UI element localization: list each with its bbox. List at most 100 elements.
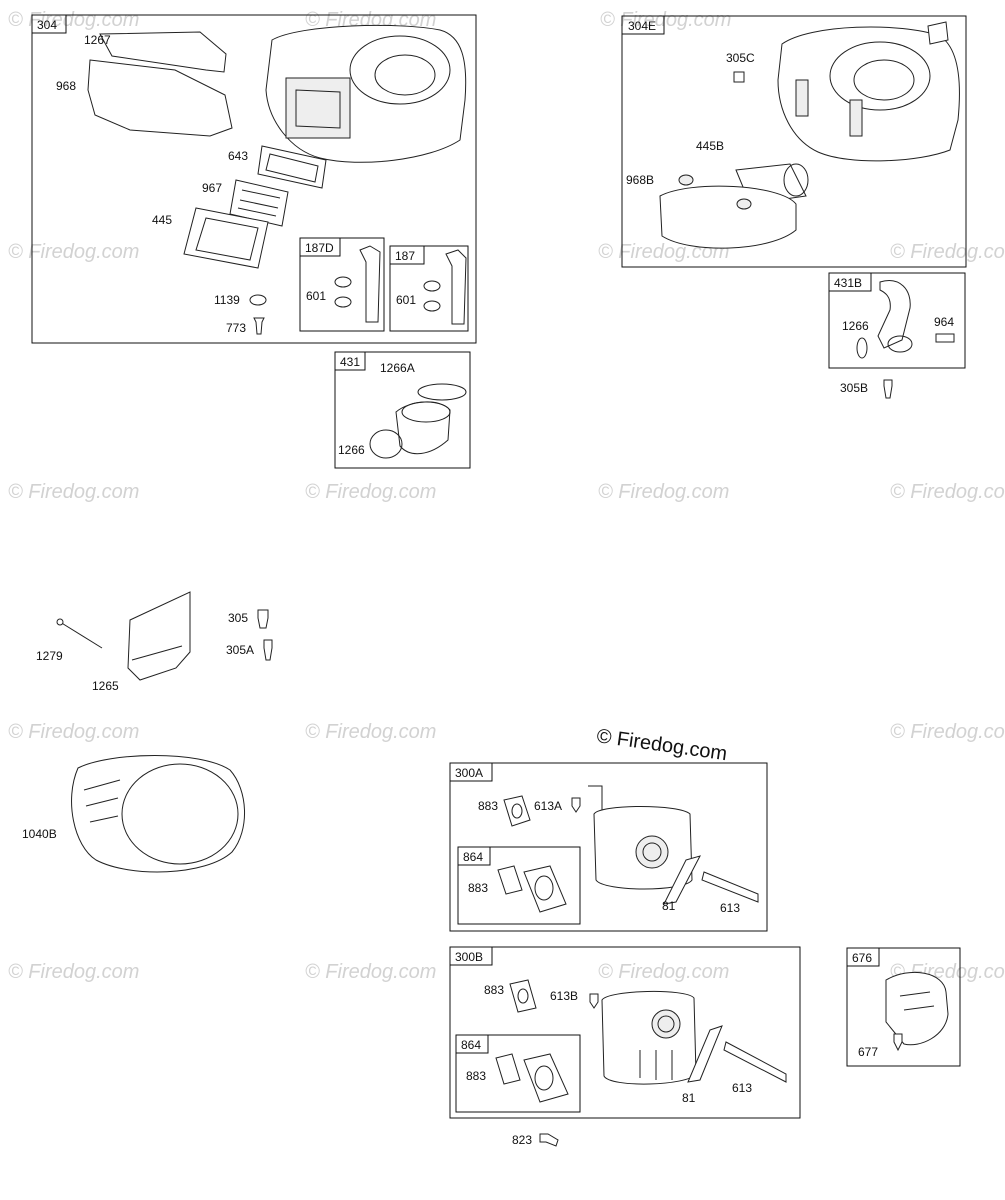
screw-part bbox=[589, 993, 599, 1009]
part-label-1279: 1279 bbox=[36, 649, 63, 663]
group-676: 676 677 bbox=[846, 947, 961, 1067]
part-label-964: 964 bbox=[934, 315, 954, 329]
filter-element-part bbox=[183, 207, 269, 269]
group-box bbox=[457, 846, 581, 925]
breather-tube-part bbox=[445, 249, 467, 325]
group-304: 304 1267 968 643 967 445 1139 773 bbox=[31, 14, 477, 344]
watermark: © Firedog.com bbox=[305, 961, 436, 983]
group-tag: 187 bbox=[395, 249, 415, 263]
baffle-plate-part bbox=[127, 591, 191, 681]
o-ring-part bbox=[856, 337, 868, 359]
breather-tube-part bbox=[359, 245, 381, 323]
group-tag: 864 bbox=[463, 850, 483, 864]
group-tag: 300A bbox=[455, 766, 483, 780]
watermark: © Firedog.com bbox=[305, 481, 436, 503]
group-tag: 304E bbox=[628, 19, 656, 33]
group-box bbox=[334, 351, 471, 469]
group-tag-box bbox=[389, 245, 425, 265]
part-label-883: 883 bbox=[468, 881, 488, 895]
group-tag: 187D bbox=[305, 241, 334, 255]
group-tag-box bbox=[457, 846, 491, 866]
watermark-layer: © Firedog.com © Firedog.com © Firedog.co… bbox=[8, 9, 1005, 983]
housing-window-inner bbox=[295, 89, 341, 129]
group-box bbox=[621, 15, 967, 268]
part-label-601: 601 bbox=[306, 289, 326, 303]
part-label-883: 883 bbox=[466, 1069, 486, 1083]
part-label-613A: 613A bbox=[534, 799, 562, 813]
gasket-part bbox=[497, 865, 523, 895]
watermark: © Firedog.com bbox=[598, 481, 729, 503]
group-300A: 300A 883 613A 81 613 864 883 bbox=[449, 762, 768, 932]
part-label-677: 677 bbox=[858, 1045, 878, 1059]
part-label-823: 823 bbox=[512, 1133, 532, 1147]
group-864: 864 883 bbox=[457, 846, 581, 925]
filter-element-inner bbox=[195, 217, 259, 261]
part-label-305: 305 bbox=[228, 611, 248, 625]
rod-end bbox=[56, 618, 64, 626]
knob-part bbox=[736, 198, 752, 210]
air-cleaner-cover-part bbox=[659, 185, 797, 249]
clamp-part bbox=[334, 276, 352, 288]
clamp-part bbox=[423, 280, 441, 292]
baffle-assembly: 1279 1265 305 305A bbox=[36, 591, 273, 693]
part-643 bbox=[257, 145, 327, 189]
group-300B: 300B 883 613B 81 613 864 883 bbox=[449, 946, 801, 1119]
part-label-1266A: 1266A bbox=[380, 361, 415, 375]
clamp-part bbox=[334, 296, 352, 308]
strap-part bbox=[663, 855, 701, 905]
part-label-81: 81 bbox=[682, 1091, 696, 1105]
filter-cartridge-end bbox=[783, 163, 809, 197]
decal-lines bbox=[237, 189, 281, 217]
housing-opening bbox=[829, 41, 931, 111]
washer-part bbox=[249, 294, 267, 306]
long-bolt-part bbox=[723, 1041, 787, 1083]
part-label-613: 613 bbox=[732, 1081, 752, 1095]
group-tag-box bbox=[334, 351, 366, 371]
elbow-part bbox=[395, 401, 451, 455]
gasket-hole bbox=[517, 988, 529, 1004]
housing-opening bbox=[121, 763, 239, 865]
part-label-883: 883 bbox=[484, 983, 504, 997]
blower-housing-part bbox=[71, 755, 245, 873]
part-label-305B: 305B bbox=[840, 381, 868, 395]
part-label-1139: 1139 bbox=[214, 293, 240, 307]
watermark-primary: © Firedog.com bbox=[595, 725, 728, 765]
watermark: © Firedog.com bbox=[8, 9, 139, 31]
screw-part bbox=[257, 609, 269, 629]
screw-part bbox=[733, 71, 745, 83]
group-tag: 300B bbox=[455, 950, 483, 964]
group-box bbox=[846, 947, 961, 1067]
gasket-part bbox=[503, 795, 531, 827]
muffler-screen bbox=[651, 1009, 681, 1039]
elbow-mouth bbox=[401, 401, 451, 423]
group-431: 431 1266A 1266 bbox=[334, 351, 471, 469]
intake-elbow-part bbox=[877, 280, 911, 349]
housing-post bbox=[795, 79, 809, 117]
long-bolt-part bbox=[701, 871, 759, 903]
watermark: © Firedog.com bbox=[305, 721, 436, 743]
spacer-part bbox=[935, 333, 955, 343]
group-tag-box bbox=[846, 947, 880, 967]
housing-post bbox=[849, 99, 863, 137]
part-label-613: 613 bbox=[720, 901, 740, 915]
housing-louvers bbox=[83, 779, 121, 823]
part-label-643: 643 bbox=[228, 149, 248, 163]
part-label-968B: 968B bbox=[626, 173, 654, 187]
part-label-1266: 1266 bbox=[338, 443, 365, 457]
baffle-fold bbox=[131, 645, 183, 661]
blower-housing-1040B: 1040B bbox=[22, 755, 245, 873]
group-box bbox=[299, 237, 385, 332]
part-label-1265: 1265 bbox=[92, 679, 119, 693]
adapter-part bbox=[523, 865, 567, 913]
muffler-screen-inner bbox=[657, 1015, 675, 1033]
part-label-1040B: 1040B bbox=[22, 827, 57, 841]
screw-part bbox=[571, 797, 581, 813]
housing-tab bbox=[927, 21, 949, 45]
group-304E: 304E 305C 445B 968B bbox=[621, 15, 967, 268]
group-tag-box bbox=[828, 272, 872, 292]
group-tag: 864 bbox=[461, 1038, 481, 1052]
group-box bbox=[455, 1034, 581, 1113]
bolt-part bbox=[253, 317, 265, 335]
